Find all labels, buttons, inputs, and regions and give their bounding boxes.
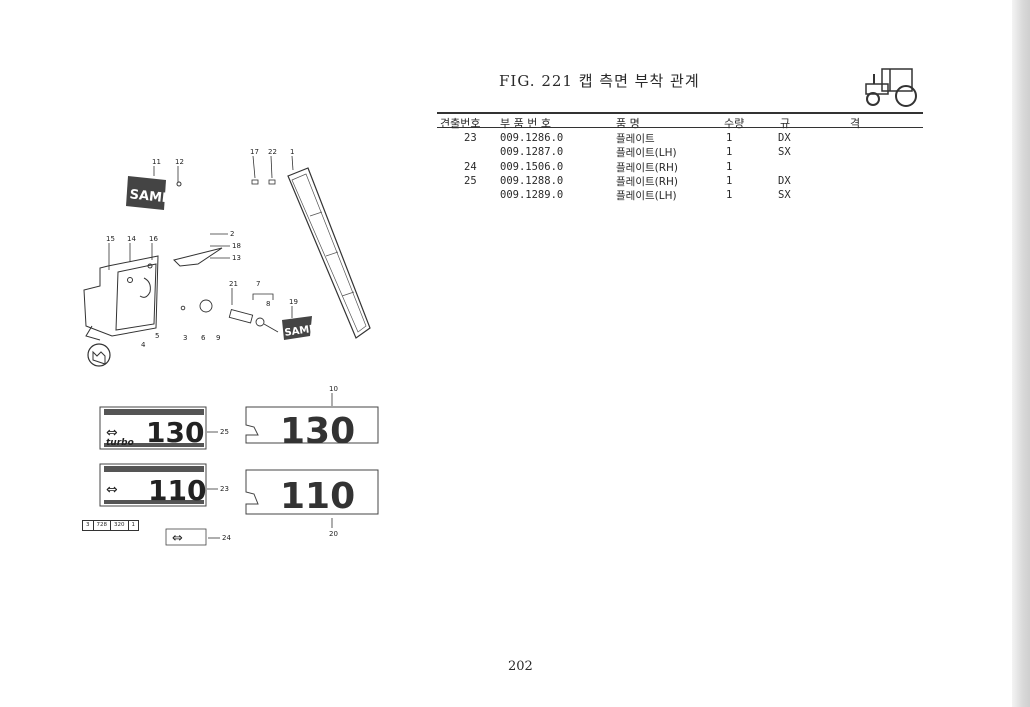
code-cell: 3: [83, 521, 94, 530]
plate-110: ⇔ 110: [99, 463, 207, 507]
lock-assembly: [180, 299, 279, 333]
callout-label: 22: [268, 148, 277, 156]
svg-text:turbo: turbo: [106, 438, 134, 448]
row-ref: 25: [464, 175, 477, 187]
row-part-no: 009.1287.0: [500, 146, 564, 158]
svg-text:110: 110: [280, 476, 355, 517]
table-top-rule: [437, 112, 923, 114]
page-number: 202: [508, 659, 533, 674]
code-cell: 728: [94, 521, 111, 530]
header-spec-2: 격: [850, 117, 861, 130]
plate-arrow-symbol: ⇔: [165, 528, 207, 546]
callout-label: 20: [329, 530, 338, 538]
hand-symbol-icon: [87, 343, 111, 367]
callout-label: 23: [220, 485, 229, 493]
row-spec: SX: [778, 189, 791, 201]
svg-text:SAME: SAME: [284, 324, 317, 339]
callout-label: 16: [149, 235, 158, 243]
parts-diagram: 11 12 17 22 1 2 18 13 15 14 16 21 7 8 19…: [83, 148, 379, 546]
callout-label: 5: [155, 332, 159, 340]
row-name: 플레이트(RH): [616, 162, 679, 174]
plate-130-large: 130: [245, 406, 379, 452]
callout-label: 17: [250, 148, 259, 156]
same-badge-small: SAME: [282, 316, 317, 340]
row-spec: DX: [778, 175, 791, 187]
code-cell: 320: [111, 521, 129, 530]
callout-label: 25: [220, 428, 229, 436]
row-ref: 23: [464, 132, 477, 144]
row-qty: 1: [726, 132, 733, 144]
callout-label: 19: [289, 298, 298, 306]
callout-label: 7: [256, 280, 260, 288]
row-spec: DX: [778, 132, 791, 144]
callout-label: 15: [106, 235, 115, 243]
svg-text:110: 110: [148, 474, 206, 507]
header-part-no: 부 품 번 호: [500, 117, 551, 130]
callout-label: 4: [141, 341, 146, 349]
row-part-no: 009.1506.0: [500, 161, 564, 173]
figure-title: FIG. 221 캡 측면 부착 관계: [499, 72, 700, 90]
callout-label: 24: [222, 534, 231, 542]
callout-label: 6: [201, 334, 206, 342]
tractor-icon: [865, 68, 917, 107]
row-ref: 24: [464, 161, 477, 173]
table-header-rule: [437, 127, 923, 128]
svg-text:SAME: SAME: [129, 187, 172, 206]
callout-label: 8: [266, 300, 270, 308]
row-part-no: 009.1289.0: [500, 189, 564, 201]
callout-label: 14: [127, 235, 136, 243]
row-name: 플레이트(LH): [616, 190, 677, 202]
row-name: 플레이트: [616, 133, 655, 145]
callout-label: 21: [229, 280, 238, 288]
plate-130-turbo: ⇔ turbo 130: [99, 406, 207, 450]
plate-110-large: 110: [245, 469, 379, 517]
callout-label: 1: [290, 148, 294, 156]
row-part-no: 009.1288.0: [500, 175, 564, 187]
callout-label: 3: [183, 334, 187, 342]
callout-label: 13: [232, 254, 241, 262]
row-qty: 1: [726, 175, 733, 187]
header-ref: 견출번호: [440, 117, 481, 130]
row-name: 플레이트(LH): [616, 147, 677, 159]
row-spec: SX: [778, 146, 791, 158]
header-spec: 규: [780, 117, 791, 130]
code-cell: 1: [131, 522, 136, 528]
side-bracket: [83, 247, 223, 341]
svg-text:⇔: ⇔: [106, 482, 118, 498]
same-badge-top: SAME: [126, 176, 171, 210]
callout-label: 2: [230, 230, 234, 238]
diagram-code-box: 3 728 320 1: [82, 520, 139, 531]
row-qty: 1: [726, 189, 733, 201]
page-edge-shadow: [1012, 0, 1030, 707]
row-qty: 1: [726, 146, 733, 158]
header-name: 품 명: [616, 117, 640, 130]
callout-label: 10: [329, 385, 338, 393]
trim-strip: [287, 167, 371, 339]
row-qty: 1: [726, 161, 733, 173]
row-part-no: 009.1286.0: [500, 132, 564, 144]
header-qty: 수량: [724, 117, 745, 130]
callout-label: 12: [175, 158, 184, 166]
callout-label: 11: [152, 158, 161, 166]
svg-text:⇔: ⇔: [172, 531, 183, 546]
callout-label: 9: [216, 334, 220, 342]
svg-text:⇔: ⇔: [106, 425, 118, 441]
svg-text:130: 130: [146, 416, 204, 449]
callout-label: 18: [232, 242, 241, 250]
svg-text:130: 130: [280, 411, 355, 452]
row-name: 플레이트(RH): [616, 176, 679, 188]
